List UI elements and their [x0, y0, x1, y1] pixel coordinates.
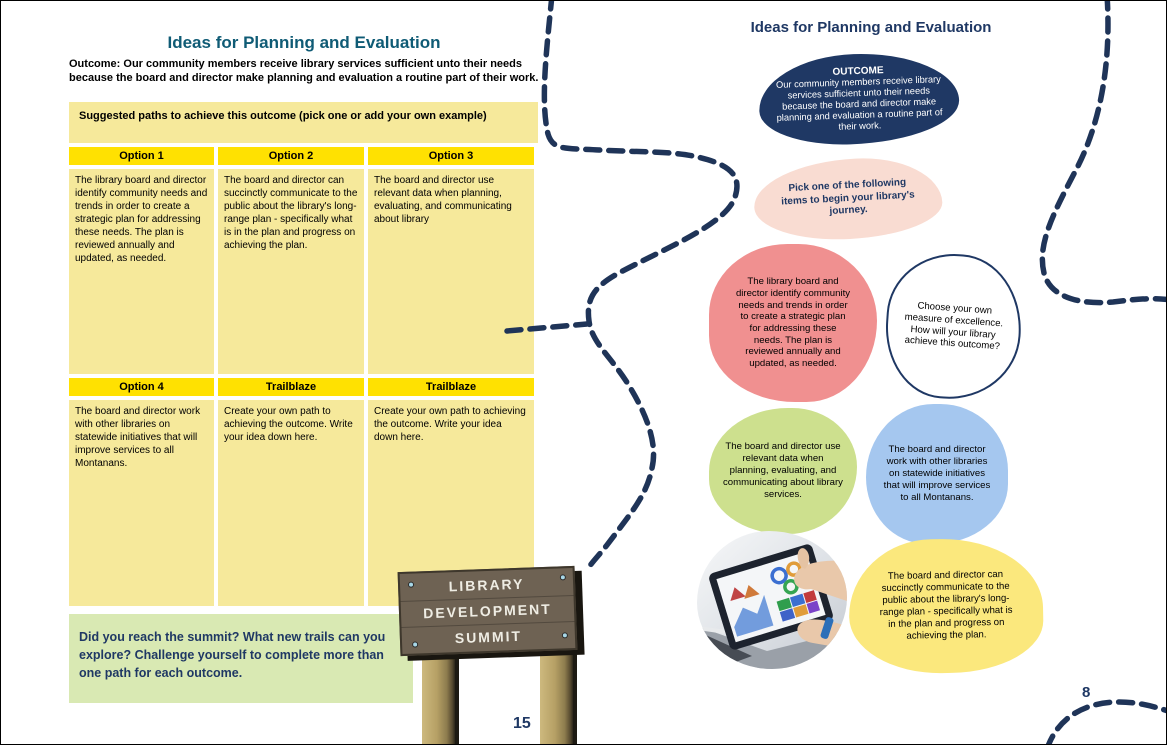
outcome-blob-body: Our community members receive library se…	[775, 74, 943, 132]
option-4-cell: The board and director work with other l…	[69, 400, 214, 606]
tablet-photo-art	[697, 531, 847, 669]
option-1-header: Option 1	[69, 147, 214, 165]
sign-post-left	[422, 641, 455, 744]
suggested-paths-banner: Suggested paths to achieve this outcome …	[69, 102, 538, 143]
communicate-blob: The board and director can succinctly co…	[847, 537, 1045, 675]
library-development-summit-sign: LIBRARY DEVELOPMENT SUMMIT	[397, 565, 578, 657]
strategic-plan-blob: The library board and director identify …	[709, 244, 877, 402]
option-2-header: Option 2	[218, 147, 364, 165]
option-3-cell: The board and director use relevant data…	[368, 169, 534, 374]
trailblaze-1-cell: Create your own path to achieving the ou…	[218, 400, 364, 606]
statewide-initiatives-blob: The board and director work with other l…	[866, 404, 1008, 544]
options-table: Option 1 Option 2 Option 3 The library b…	[69, 147, 538, 606]
option-2-cell: The board and director can succinctly co…	[218, 169, 364, 374]
option-3-header: Option 3	[368, 147, 534, 165]
sign-post-right	[540, 638, 573, 744]
outcome-blob: OUTCOME Our community members receive li…	[757, 50, 961, 148]
right-page-number: 8	[1082, 684, 1091, 701]
left-page-title: Ideas for Planning and Evaluation	[167, 33, 441, 52]
sign-line-3: SUMMIT	[454, 627, 523, 646]
option-4-header: Option 4	[69, 378, 214, 396]
trailblaze-2-header: Trailblaze	[368, 378, 534, 396]
trail-path-main	[541, 1, 740, 570]
left-outcome-statement: Outcome: Our community members receive l…	[69, 58, 539, 84]
tablet-photo	[697, 531, 847, 669]
right-page-title: Ideas for Planning and Evaluation	[750, 19, 992, 36]
left-page-number: 15	[513, 715, 531, 732]
choose-your-own-blob: Choose your own measure of excellence. H…	[881, 249, 1026, 404]
option-1-cell: The library board and director identify …	[69, 169, 214, 374]
trail-path-bottom-right	[1046, 699, 1166, 744]
summit-challenge-box: Did you reach the summit? What new trail…	[69, 614, 413, 703]
pick-one-blob: Pick one of the following items to begin…	[752, 154, 944, 244]
trailblaze-1-header: Trailblaze	[218, 378, 364, 396]
trail-path-top-right	[1039, 1, 1166, 306]
relevant-data-blob: The board and director use relevant data…	[709, 408, 857, 534]
